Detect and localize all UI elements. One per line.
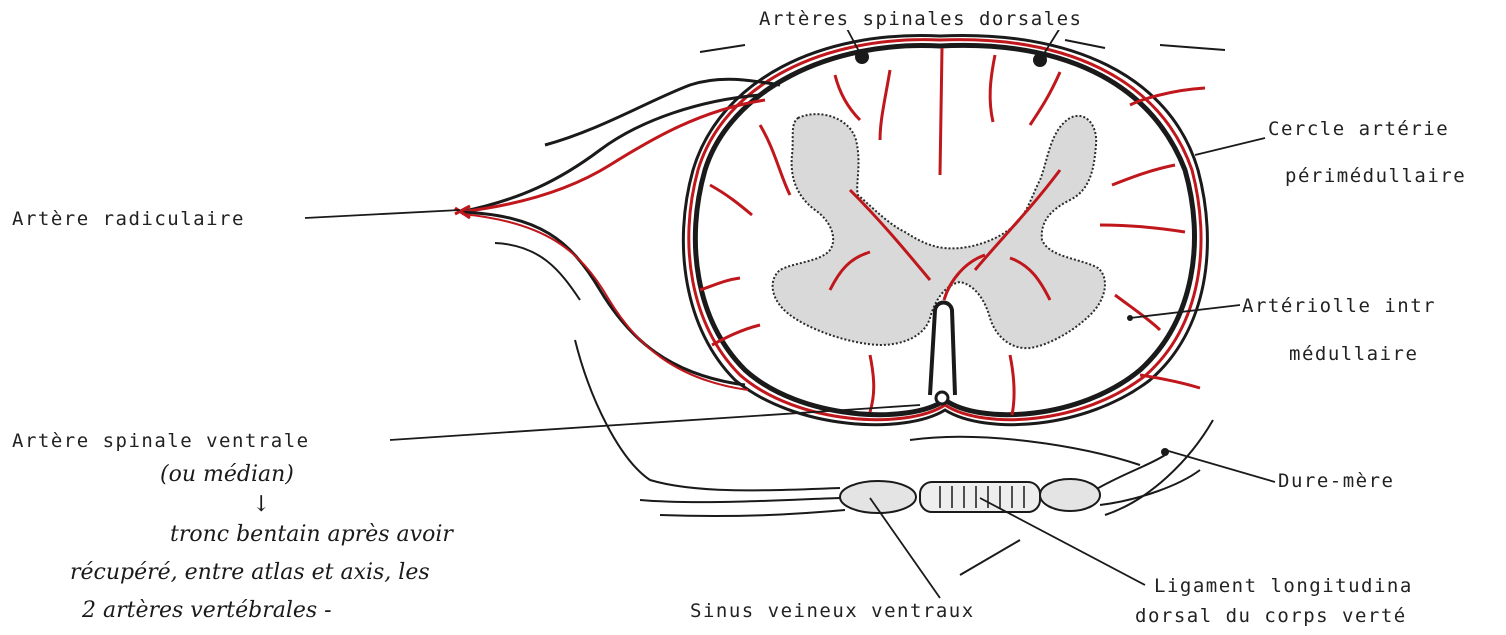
label-ligament-1: Ligament longitudina	[1152, 575, 1415, 597]
label-ligament-2: dorsal du corps verté	[1133, 605, 1409, 627]
label-radicular-artery: Artère radiculaire	[10, 208, 247, 230]
label-arteriole-1: Artériolle intr	[1240, 295, 1438, 317]
label-venous-sinuses: Sinus veineux ventraux	[688, 600, 977, 622]
venous-sinus-right	[1040, 479, 1100, 511]
ligament-body	[920, 482, 1040, 512]
cord-outline	[695, 45, 1194, 414]
handwritten-arrow: ↓	[252, 492, 270, 517]
handwritten-line-4: 2 artères vertébrales -	[82, 598, 332, 623]
label-arterial-circle-1: Cercle artérie	[1266, 118, 1451, 140]
dura-dot	[1161, 448, 1169, 456]
handwritten-median: (ou médian)	[160, 462, 294, 487]
arteriole-dot	[1127, 315, 1133, 321]
handwritten-line-3: récupéré, entre atlas et axis, les	[70, 560, 430, 585]
ventral-fissure	[930, 303, 955, 396]
label-dorsal-spinal-arteries: Artères spinales dorsales	[757, 8, 1084, 30]
label-arterial-circle-2: périmédullaire	[1283, 165, 1468, 187]
label-arteriole-2: médullaire	[1287, 343, 1420, 365]
label-dura-mater: Dure-mère	[1276, 470, 1396, 492]
ventral-spinal-artery	[936, 392, 948, 404]
handwritten-line-2: tronc bentain après avoir	[170, 522, 453, 547]
gray-matter	[773, 114, 1105, 348]
label-ventral-spinal-artery: Artère spinale ventrale	[10, 430, 312, 452]
arterial-circle	[689, 40, 1201, 420]
